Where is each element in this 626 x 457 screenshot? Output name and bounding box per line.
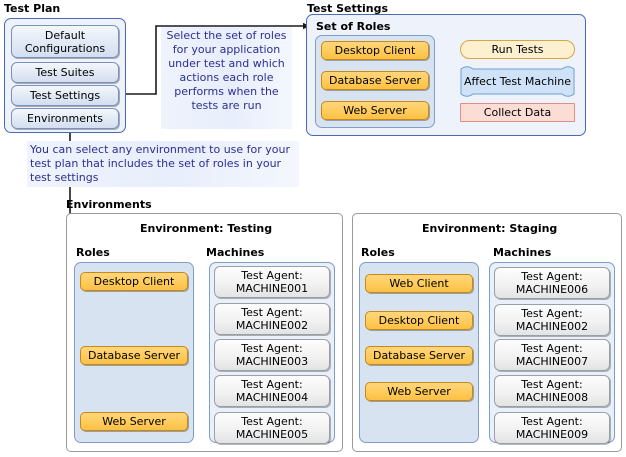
machine-line1: Test Agent: <box>241 306 303 319</box>
role-label: Web Server <box>343 104 407 117</box>
machine-line1: Test Agent: <box>241 415 303 428</box>
machine-line2: MACHINE006 <box>515 283 589 296</box>
environment-testing-machines-header: Machines <box>206 246 265 259</box>
set-of-roles-label: Set of Roles <box>316 20 391 33</box>
environments-title: Environments <box>66 198 152 211</box>
test-plan-title: Test Plan <box>4 2 61 15</box>
env-testing-machine-5[interactable]: Test Agent: MACHINE005 <box>214 412 330 444</box>
environment-testing-title: Environment: Testing <box>140 222 273 235</box>
env-staging-role-web-server[interactable]: Web Server <box>365 382 473 401</box>
action-affect-test-machine-label: Affect Test Machine <box>458 65 577 98</box>
machine-line1: Test Agent: <box>241 378 303 391</box>
machine-line1: Test Agent: <box>521 307 583 320</box>
role-label: Database Server <box>87 349 181 362</box>
affect-label-text: Affect Test Machine <box>464 75 571 88</box>
note-roles: Select the set of roles for your applica… <box>161 27 292 129</box>
note-environment: You can select any environment to use fo… <box>27 141 299 187</box>
machine-line1: Test Agent: <box>521 378 583 391</box>
machine-line1: Test Agent: <box>241 269 303 282</box>
environment-staging-title: Environment: Staging <box>422 222 558 235</box>
env-testing-machine-2[interactable]: Test Agent: MACHINE002 <box>214 303 330 335</box>
machine-line2: MACHINE001 <box>235 282 309 295</box>
affect-test-machine-shape <box>460 66 575 97</box>
role-desktop-client-settings[interactable]: Desktop Client <box>321 41 429 60</box>
machine-line2: MACHINE002 <box>235 319 309 332</box>
machine-line2: MACHINE002 <box>515 320 589 333</box>
role-label: Web Server <box>387 385 451 398</box>
machine-line1: Test Agent: <box>241 342 303 355</box>
env-staging-role-web-client[interactable]: Web Client <box>365 274 473 293</box>
nav-test-settings[interactable]: Test Settings <box>11 85 119 106</box>
machine-line1: Test Agent: <box>521 270 583 283</box>
action-run-tests[interactable]: Run Tests <box>460 40 575 59</box>
role-label: Desktop Client <box>334 44 416 57</box>
env-staging-role-database-server[interactable]: Database Server <box>365 346 473 365</box>
env-staging-machine-1[interactable]: Test Agent: MACHINE006 <box>494 267 610 299</box>
action-run-tests-label: Run Tests <box>491 43 544 56</box>
role-database-server-settings[interactable]: Database Server <box>321 71 429 90</box>
env-testing-role-database-server[interactable]: Database Server <box>80 346 188 365</box>
env-staging-machine-5[interactable]: Test Agent: MACHINE009 <box>494 412 610 444</box>
role-label: Web Server <box>102 415 166 428</box>
nav-default-configurations[interactable]: Default Configurations <box>11 25 119 58</box>
machine-line2: MACHINE005 <box>235 428 309 441</box>
action-collect-data-label: Collect Data <box>483 106 552 119</box>
role-label: Desktop Client <box>93 275 175 288</box>
env-testing-role-desktop-client[interactable]: Desktop Client <box>80 272 188 291</box>
nav-default-configurations-label: Default Configurations <box>24 28 106 55</box>
env-staging-role-desktop-client[interactable]: Desktop Client <box>365 311 473 330</box>
role-label: Database Server <box>372 349 466 362</box>
nav-test-settings-label: Test Settings <box>29 89 101 102</box>
env-staging-machine-2[interactable]: Test Agent: MACHINE002 <box>494 304 610 336</box>
nav-environments-label: Environments <box>27 112 103 125</box>
nav-test-suites[interactable]: Test Suites <box>11 62 119 83</box>
role-label: Database Server <box>328 74 422 87</box>
environment-staging-machines-header: Machines <box>493 246 552 259</box>
role-label: Desktop Client <box>378 314 460 327</box>
env-testing-role-web-server[interactable]: Web Server <box>80 412 188 431</box>
test-settings-title: Test Settings <box>307 2 389 15</box>
machine-line2: MACHINE009 <box>515 428 589 441</box>
env-staging-machine-3[interactable]: Test Agent: MACHINE007 <box>494 339 610 371</box>
action-affect-test-machine[interactable]: Affect Test Machine <box>458 65 577 98</box>
nav-test-suites-label: Test Suites <box>35 66 95 79</box>
env-testing-machine-1[interactable]: Test Agent: MACHINE001 <box>214 266 330 298</box>
machine-line2: MACHINE003 <box>235 355 309 368</box>
env-testing-machine-4[interactable]: Test Agent: MACHINE004 <box>214 375 330 407</box>
env-staging-machine-4[interactable]: Test Agent: MACHINE008 <box>494 375 610 407</box>
machine-line2: MACHINE007 <box>515 355 589 368</box>
environment-testing-roles-header: Roles <box>76 246 110 259</box>
machine-line1: Test Agent: <box>521 342 583 355</box>
action-collect-data[interactable]: Collect Data <box>460 103 575 122</box>
nav-environments[interactable]: Environments <box>11 108 119 129</box>
machine-line1: Test Agent: <box>521 415 583 428</box>
role-label: Web Client <box>389 277 449 290</box>
env-testing-machine-3[interactable]: Test Agent: MACHINE003 <box>214 339 330 371</box>
machine-line2: MACHINE004 <box>235 391 309 404</box>
role-web-server-settings[interactable]: Web Server <box>321 101 429 120</box>
machine-line2: MACHINE008 <box>515 391 589 404</box>
environment-staging-roles-header: Roles <box>361 246 395 259</box>
